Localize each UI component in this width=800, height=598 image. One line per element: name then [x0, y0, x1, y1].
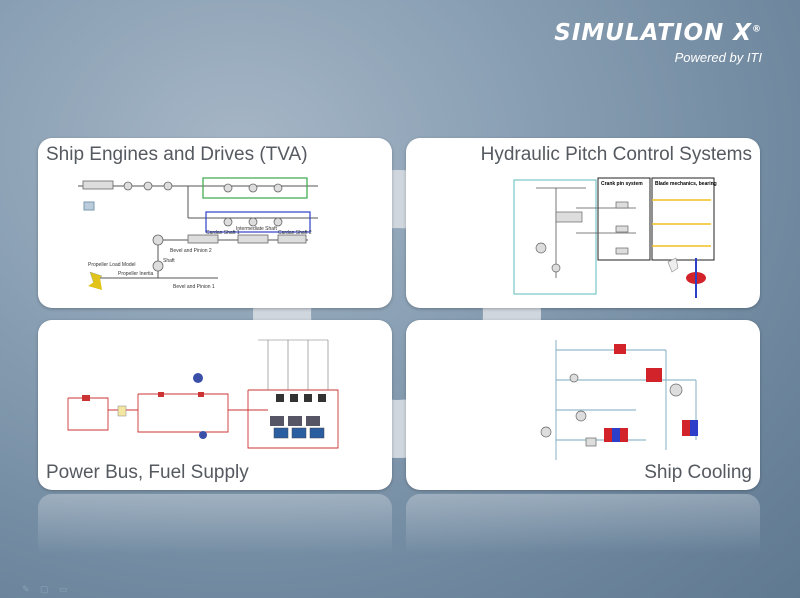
slide-nav-icons[interactable]: ✎ ▢ ▭: [22, 584, 72, 594]
ship-engine-schematic: Cardan Shaft 1 Intermediate Shaft Cardan…: [78, 177, 318, 290]
label-shaft: Shaft: [163, 258, 175, 264]
hydraulic-pitch-schematic: Crank pin system Blade mechanics, bearin…: [513, 177, 717, 298]
logo-subtitle: Powered by ITI: [674, 50, 762, 65]
label-propeller-inertia: Propeller Inertia: [118, 271, 154, 277]
panel-reflection-left: [38, 494, 392, 554]
label-intermediate-shaft: Intermediate Shaft: [236, 226, 277, 232]
label-cardan-shaft-1: Cardan Shaft 1: [206, 230, 240, 236]
panel-ship-engines[interactable]: Cardan Shaft 1 Intermediate Shaft Cardan…: [38, 138, 392, 308]
ship-cooling-schematic: [540, 340, 698, 460]
logo-title: SIMULATION X: [554, 20, 752, 46]
power-bus-schematic: [67, 339, 339, 449]
panel-title-power-bus: Power Bus, Fuel Supply: [46, 462, 249, 483]
label-bevel-pinion-1: Bevel and Pinion 1: [173, 284, 215, 290]
panel-ship-cooling[interactable]: Ship Cooling: [406, 320, 760, 490]
registered-mark: ®: [752, 24, 762, 35]
label-blade-mechanics: Blade mechanics, bearing: [655, 181, 717, 187]
panel-power-bus[interactable]: Power Bus, Fuel Supply: [38, 320, 392, 490]
label-crank-pin: Crank pin system: [601, 181, 643, 187]
panel-title-hydraulic-pitch: Hydraulic Pitch Control Systems: [480, 144, 752, 165]
panel-hydraulic-pitch[interactable]: Crank pin system Blade mechanics, bearin…: [406, 138, 760, 308]
simulationx-logo: SIMULATION X® Powered by ITI: [554, 20, 762, 65]
label-bevel-pinion-2: Bevel and Pinion 2: [170, 248, 212, 254]
label-cardan-shaft-2: Cardan Shaft 2: [278, 230, 312, 236]
panel-reflection-right: [406, 494, 760, 554]
label-propeller-load: Propeller Load Model: [88, 262, 136, 268]
panel-title-ship-cooling: Ship Cooling: [644, 462, 752, 483]
panel-title-ship-engines: Ship Engines and Drives (TVA): [46, 144, 308, 165]
